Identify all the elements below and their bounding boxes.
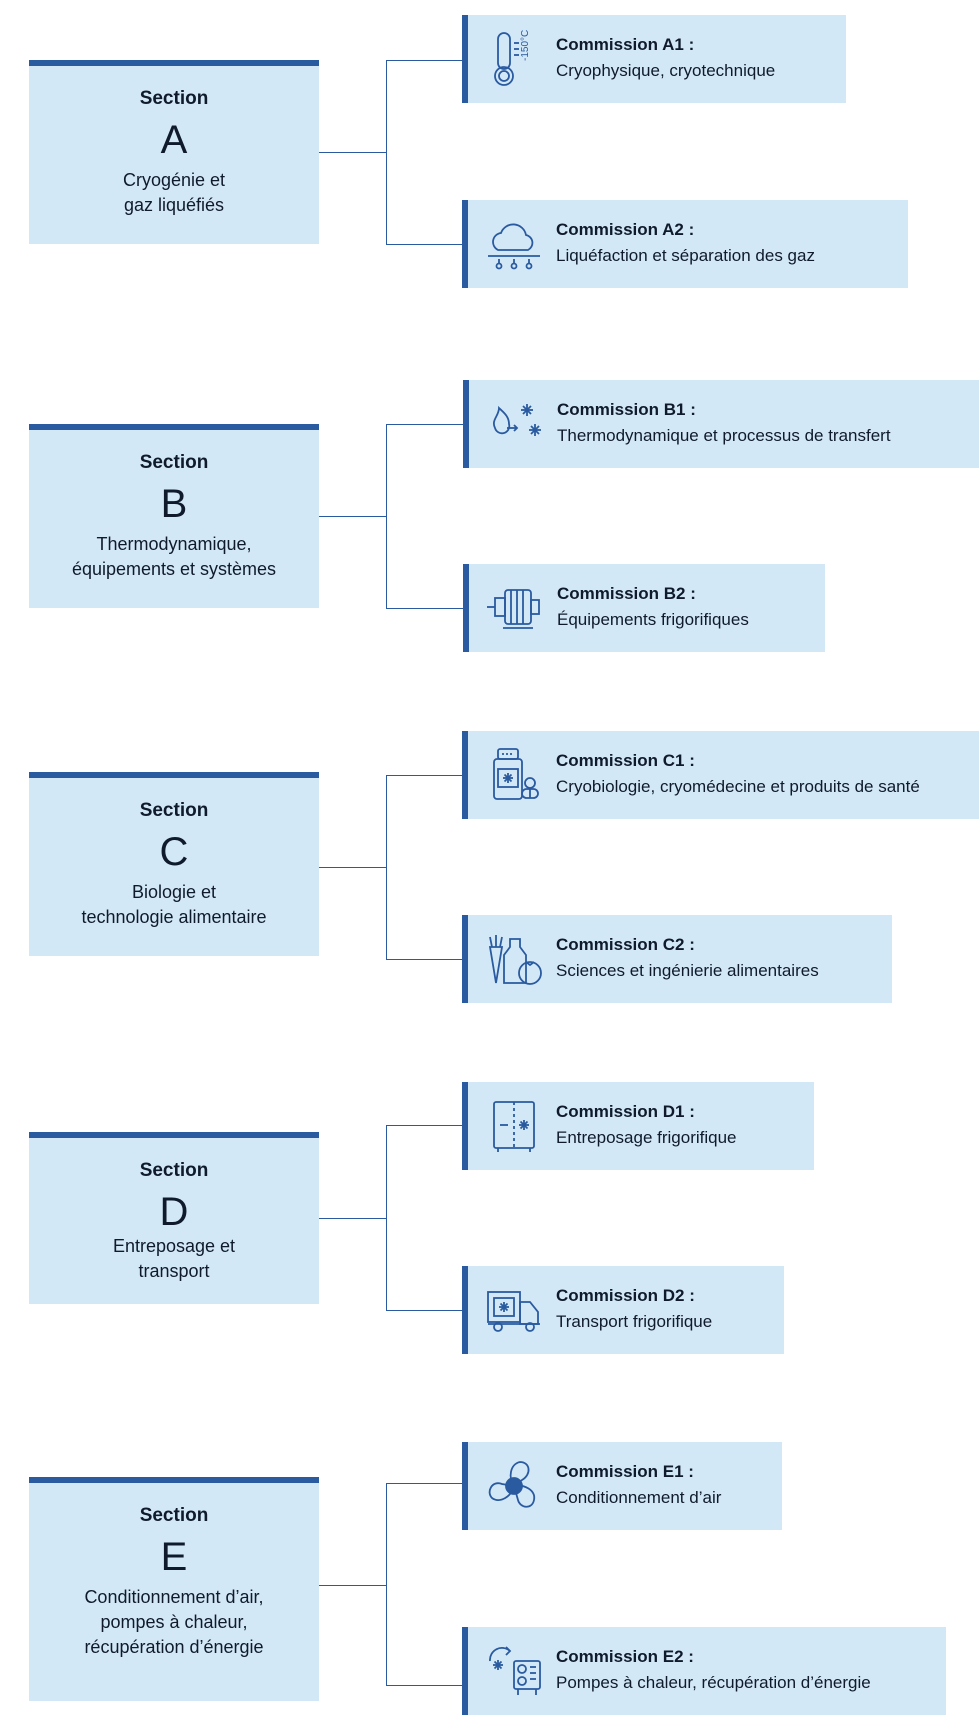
commission-subtitle: Thermodynamique et processus de transfer… xyxy=(557,426,891,445)
section-title-line: Entreposage et xyxy=(112,1236,236,1256)
commission-d2: Commission D2 : Transport frigorifique xyxy=(462,1266,784,1354)
commission-c1: Commission C1 : Cryobiologie, cryomédeci… xyxy=(462,731,979,819)
section-letter: C xyxy=(159,830,189,874)
section-title: Thermodynamique, équipements et systèmes xyxy=(29,532,319,582)
section-letter: A xyxy=(160,118,188,162)
section-title: Biologie et technologie alimentaire xyxy=(29,880,319,930)
section-title-line: gaz liquéfiés xyxy=(123,195,225,215)
heat-to-cold-icon xyxy=(485,394,545,454)
section-title: Cryogénie et gaz liquéfiés xyxy=(29,168,319,218)
section-label: Section xyxy=(139,88,209,109)
commission-subtitle: Liquéfaction et séparation des gaz xyxy=(556,246,815,265)
section-box-c: Section C Biologie et technologie alimen… xyxy=(29,772,319,956)
commission-title: Commission A1 : xyxy=(556,35,695,54)
section-letter: D xyxy=(159,1190,189,1234)
commission-title: Commission E2 : xyxy=(556,1647,694,1666)
commission-b1: Commission B1 : Thermodynamique et proce… xyxy=(463,380,979,468)
commission-title: Commission E1 : xyxy=(556,1462,694,1481)
commission-b2: Commission B2 : Équipements frigorifique… xyxy=(463,564,825,652)
commission-title: Commission B1 : xyxy=(557,400,696,419)
section-title-line: équipements et systèmes xyxy=(71,559,277,579)
commission-d1: Commission D1 : Entreposage frigorifique xyxy=(462,1082,814,1170)
refrigerated-truck-icon xyxy=(484,1280,544,1340)
fan-icon xyxy=(484,1456,544,1516)
section-group-e: Section E Conditionnement d’air, pompes … xyxy=(0,1430,979,1715)
section-box-e: Section E Conditionnement d’air, pompes … xyxy=(29,1477,319,1701)
section-title-line: technologie alimentaire xyxy=(81,907,267,927)
section-title: Entreposage et transport xyxy=(29,1234,319,1284)
section-group-c: Section C Biologie et technologie alimen… xyxy=(0,720,979,1020)
section-group-b: Section B Thermodynamique, équipements e… xyxy=(0,360,979,660)
commission-subtitle: Cryobiologie, cryomédecine et produits d… xyxy=(556,777,920,796)
section-title: Conditionnement d’air, pompes à chaleur,… xyxy=(29,1585,319,1660)
section-label: Section xyxy=(139,1160,209,1181)
section-box-a: Section A Cryogénie et gaz liquéfiés xyxy=(29,60,319,244)
section-title-line: Thermodynamique, xyxy=(96,534,252,554)
commission-subtitle: Cryophysique, cryotechnique xyxy=(556,61,776,80)
commission-subtitle: Conditionnement d’air xyxy=(556,1488,722,1507)
commission-e2: Commission E2 : Pompes à chaleur, récupé… xyxy=(462,1627,946,1715)
section-label: Section xyxy=(139,452,209,473)
commission-e1: Commission E1 : Conditionnement d’air xyxy=(462,1442,782,1530)
thermometer-icon: -150°C xyxy=(484,29,544,89)
commission-c2: Commission C2 : Sciences et ingénierie a… xyxy=(462,915,892,1003)
commission-title: Commission C1 : xyxy=(556,751,695,770)
commission-title: Commission A2 : xyxy=(556,220,695,239)
section-group-a: Section A Cryogénie et gaz liquéfiés -15… xyxy=(0,0,979,300)
section-title-line: Biologie et xyxy=(131,882,217,902)
section-title-line: pompes à chaleur, xyxy=(100,1612,248,1632)
commission-subtitle: Transport frigorifique xyxy=(556,1312,713,1331)
section-label: Section xyxy=(139,800,209,821)
section-title-line: récupération d’énergie xyxy=(84,1637,264,1657)
compressor-icon xyxy=(485,578,545,638)
section-letter: E xyxy=(160,1535,188,1579)
commission-title: Commission B2 : xyxy=(557,584,696,603)
commission-subtitle: Équipements frigorifiques xyxy=(557,610,749,629)
medicine-bottle-icon xyxy=(484,745,544,805)
section-title-line: Conditionnement d’air, xyxy=(84,1587,264,1607)
section-title-line: transport xyxy=(138,1261,210,1281)
section-label: Section xyxy=(139,1505,209,1526)
commission-title: Commission C2 : xyxy=(556,935,695,954)
commission-title: Commission D1 : xyxy=(556,1102,695,1121)
commission-a1: -150°C Commission A1 : Cryophysique, cry… xyxy=(462,15,846,103)
commission-a2: Commission A2 : Liquéfaction et séparati… xyxy=(462,200,908,288)
heat-pump-icon xyxy=(484,1641,544,1701)
food-icon xyxy=(484,929,544,989)
section-letter: B xyxy=(160,482,188,526)
section-group-d: Section D Entreposage et transport Commi… xyxy=(0,1080,979,1380)
commission-subtitle: Sciences et ingénierie alimentaires xyxy=(556,961,819,980)
section-title-line: Cryogénie et xyxy=(122,170,226,190)
section-box-d: Section D Entreposage et transport xyxy=(29,1132,319,1304)
cloud-condensation-icon xyxy=(484,214,544,274)
commission-subtitle: Entreposage frigorifique xyxy=(556,1128,737,1147)
commission-title: Commission D2 : xyxy=(556,1286,695,1305)
cold-storage-icon xyxy=(484,1096,544,1156)
commission-subtitle: Pompes à chaleur, récupération d’énergie xyxy=(556,1673,871,1692)
svg-text:-150°C: -150°C xyxy=(520,30,531,61)
section-box-b: Section B Thermodynamique, équipements e… xyxy=(29,424,319,608)
